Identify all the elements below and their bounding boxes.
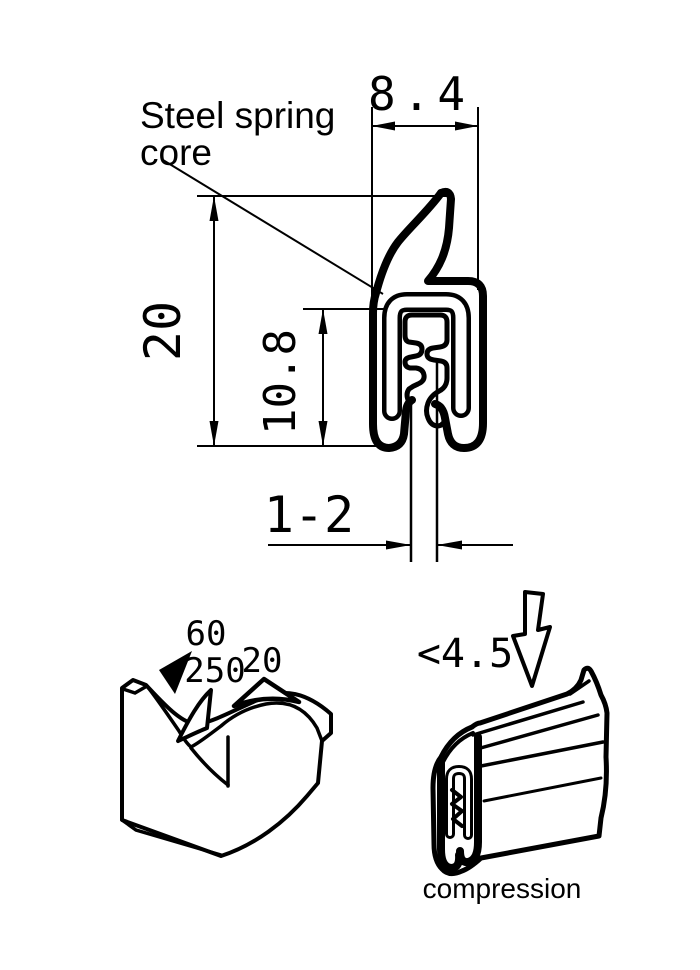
gripping-teeth [402, 312, 450, 429]
cross-section-teeth [450, 788, 464, 828]
compressed-height-text: <4.5 [417, 631, 513, 677]
radius-text-60: 60 [186, 614, 227, 654]
dim-text-1-2: 1-2 [264, 486, 354, 544]
flange-3d-view: 60 250 20 [120, 614, 333, 858]
arrowhead-down-icon [209, 421, 219, 446]
arrowhead-up-icon [209, 196, 219, 221]
arrowhead-left-icon [437, 540, 462, 550]
radius-250-arrow-icon [176, 688, 213, 743]
rubber-profile-outline [369, 187, 487, 452]
arrowhead-right-icon [386, 540, 411, 550]
cross-section-right-wall [456, 733, 482, 867]
rubber-outline-left-and-lip [369, 189, 445, 452]
arrowhead-left-icon [372, 121, 395, 131]
radius-60-arrow-icon [159, 651, 192, 694]
radius-text-20: 20 [242, 641, 283, 681]
radius-text-250: 250 [184, 651, 245, 691]
lip-surface-line-2 [475, 713, 600, 751]
rubber-outline-right [424, 187, 487, 452]
compression-down-arrow-icon [511, 590, 552, 688]
cross-section-core-inner [448, 767, 470, 837]
compression-caption: compression [423, 873, 582, 904]
profile-section-view [162, 107, 513, 562]
body-face-crease [482, 776, 603, 803]
callout-text-line2: core [140, 132, 212, 173]
lip-tip-fold-line [568, 679, 591, 696]
flange-valley-crease [189, 746, 230, 787]
flange-top-face-edge [121, 684, 149, 695]
callout-text-line1: Steel spring [140, 95, 335, 136]
flange-bottom-thickness-edge [120, 818, 223, 857]
dim-text-8-4: 8.4 [368, 67, 472, 121]
arrowhead-right-icon [455, 121, 478, 131]
dim-text-20: 20 [134, 301, 192, 361]
arrowhead-up-icon [318, 309, 328, 334]
radius-20-arrow-icon [231, 676, 302, 709]
callout-leader-line [162, 159, 384, 295]
compression-3d-view: <4.5 compression [417, 590, 610, 904]
arrowhead-down-icon [318, 421, 328, 446]
steel-core-inner [386, 296, 467, 417]
lip-lower-edge [479, 740, 605, 768]
flange-front-top-edge [145, 684, 324, 750]
dim-text-10-8: 10.8 [255, 329, 306, 435]
lip-surface-line-1 [471, 700, 585, 737]
